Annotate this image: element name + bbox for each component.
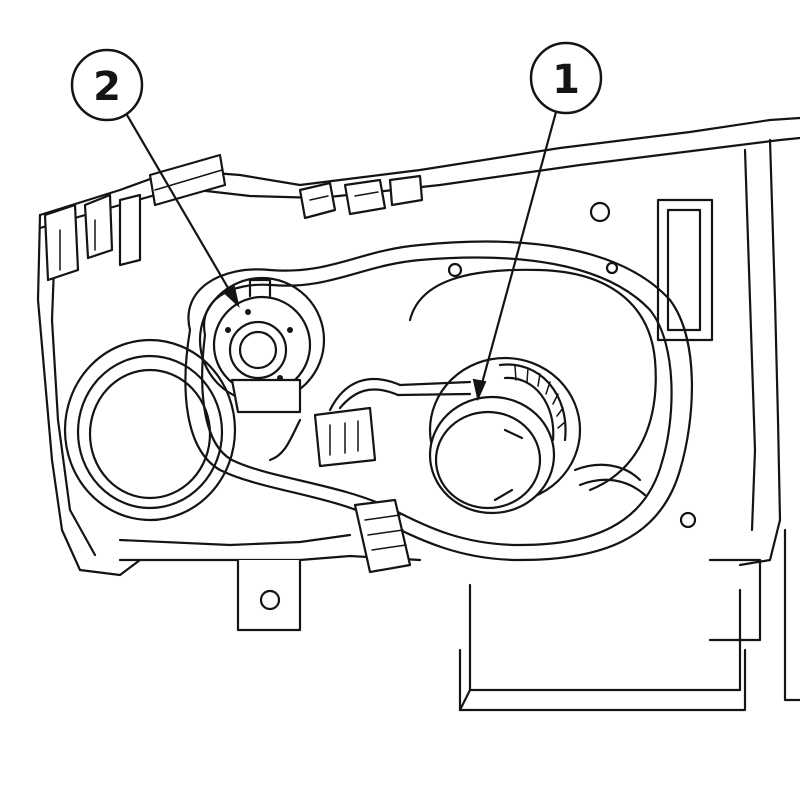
bulb-socket-2 <box>198 276 326 414</box>
callout-2-leader <box>126 114 239 306</box>
callout-2-label: 2 <box>93 64 121 110</box>
callout-2: 2 <box>70 48 240 308</box>
top-clips <box>298 174 619 278</box>
wiring <box>268 377 697 574</box>
left-fins <box>43 153 227 282</box>
bulb-socket-1 <box>428 356 582 515</box>
callout-1-label: 1 <box>552 57 580 103</box>
callout-2-arrowhead <box>222 285 240 308</box>
reflector-housing <box>184 240 693 562</box>
callout-1-arrowhead <box>472 378 487 402</box>
left-lens <box>63 338 237 522</box>
callout-2-circle <box>70 48 144 122</box>
callout-1-circle <box>529 41 603 115</box>
callout-1: 1 <box>472 41 603 402</box>
callout-1-leader <box>476 111 558 399</box>
housing <box>36 116 800 712</box>
